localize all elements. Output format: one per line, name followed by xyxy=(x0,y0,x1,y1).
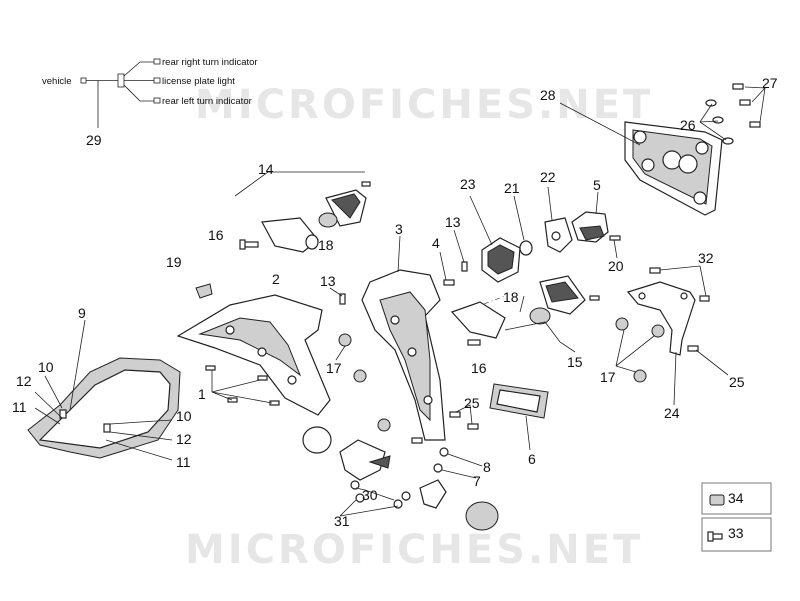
watermark-bottom: MICROFICHES.NET xyxy=(185,527,643,573)
callout-29: 29 xyxy=(86,132,102,148)
wiring-junction xyxy=(117,73,125,88)
callout-30: 30 xyxy=(362,487,378,503)
part-plate-support xyxy=(361,235,446,441)
part-nuts-17 xyxy=(335,317,665,432)
callout-20: 20 xyxy=(608,258,624,274)
part-screws-washers-plate xyxy=(699,83,766,145)
part-license-plate-holder xyxy=(559,102,723,216)
callout-21: 21 xyxy=(504,180,520,196)
part-screws-1 xyxy=(205,365,280,406)
callout-10-right: 10 xyxy=(176,408,192,424)
part-screw-4 xyxy=(439,251,455,286)
wiring-branch-plate-light: license plate light xyxy=(162,76,235,87)
callout-11-left: 11 xyxy=(12,399,27,415)
callout-2: 2 xyxy=(272,271,280,287)
part-rear-mudguard xyxy=(27,319,181,461)
callout-19: 19 xyxy=(166,254,182,270)
callout-3: 3 xyxy=(395,221,403,237)
callout-1: 1 xyxy=(198,386,206,402)
part-small-hardware-7-8 xyxy=(433,447,483,479)
callout-13-left: 13 xyxy=(320,273,336,289)
callout-17-left: 17 xyxy=(326,360,342,376)
callout-16-right: 16 xyxy=(471,360,487,376)
callout-33: 33 xyxy=(728,525,744,541)
callout-8: 8 xyxy=(483,459,491,475)
part-rear-bracket xyxy=(176,294,331,416)
wiring-diagram: vehicle rear right turn indicator licens… xyxy=(42,57,258,128)
vehicle-connector xyxy=(80,77,87,84)
callout-5: 5 xyxy=(593,177,601,193)
callout-6: 6 xyxy=(528,451,536,467)
callout-labels: 29 28 27 26 14 23 21 22 5 16 18 3 13 4 2… xyxy=(12,75,778,541)
callout-34: 34 xyxy=(728,490,744,506)
callout-12-left: 12 xyxy=(16,373,32,389)
callout-22: 22 xyxy=(540,169,556,185)
callout-24: 24 xyxy=(664,405,680,421)
callout-16-left: 16 xyxy=(208,227,224,243)
part-right-turn-indicator xyxy=(234,171,371,253)
part-left-turn-indicator xyxy=(450,275,600,353)
callout-12-right: 12 xyxy=(176,431,192,447)
wiring-source-label: vehicle xyxy=(42,76,72,87)
callout-25-center: 25 xyxy=(464,395,480,411)
part-lower-reflectors xyxy=(302,426,499,531)
left-indicator-connector xyxy=(153,97,161,104)
callout-11-right: 11 xyxy=(176,454,191,470)
callout-32: 32 xyxy=(698,250,714,266)
part-screws-13 xyxy=(329,229,468,305)
callout-18-upper: 18 xyxy=(318,237,334,253)
callout-17-right: 17 xyxy=(600,369,616,385)
right-indicator-connector xyxy=(153,58,161,65)
callout-26: 26 xyxy=(680,117,696,133)
detail-box-33 xyxy=(701,517,772,552)
detail-box-34 xyxy=(701,482,772,515)
part-side-bracket xyxy=(626,265,729,406)
callout-25-right: 25 xyxy=(729,374,745,390)
callout-7: 7 xyxy=(473,473,481,489)
callout-27: 27 xyxy=(762,75,778,91)
callout-4: 4 xyxy=(432,235,440,251)
callout-14: 14 xyxy=(258,161,274,177)
callout-13-right: 13 xyxy=(445,214,461,230)
plate-light-connector xyxy=(153,77,161,84)
callout-28: 28 xyxy=(540,87,556,103)
callout-9: 9 xyxy=(78,305,86,321)
part-screws-25 xyxy=(411,404,479,444)
part-screw-16-left xyxy=(239,239,259,250)
callout-10-left: 10 xyxy=(38,359,54,375)
callout-23: 23 xyxy=(460,176,476,192)
part-plate-light-group xyxy=(469,186,621,283)
watermark-top: MICROFICHES.NET xyxy=(195,82,653,128)
part-reflector xyxy=(489,383,549,451)
callout-31: 31 xyxy=(334,513,350,529)
wiring-branch-right-indicator: rear right turn indicator xyxy=(162,57,258,68)
callout-15: 15 xyxy=(567,354,583,370)
wiring-branch-left-indicator: rear left turn indicator xyxy=(162,96,252,107)
part-grommet xyxy=(195,283,213,299)
callout-18-lower: 18 xyxy=(503,289,519,305)
